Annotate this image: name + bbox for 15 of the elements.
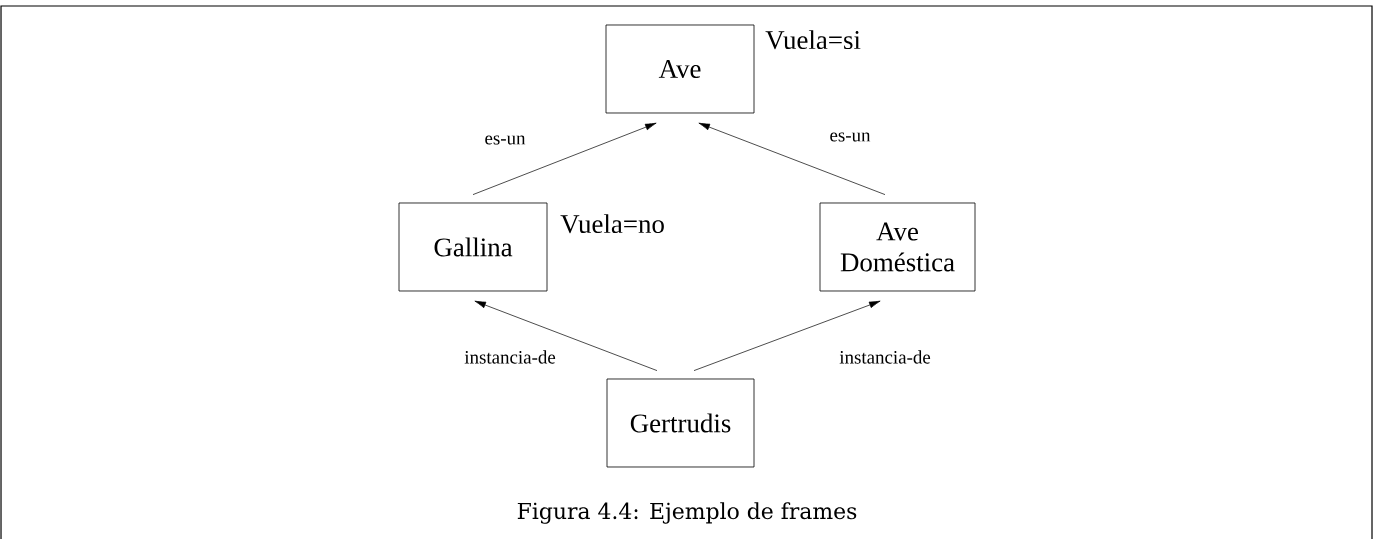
frame-box: Ave (605, 24, 755, 114)
arrow (474, 300, 658, 371)
arrow (472, 122, 657, 195)
slot-value: Vuela=si (765, 30, 861, 50)
arrow (693, 300, 881, 371)
caption: Figura 4.4: Ejemplo de frames (517, 502, 857, 524)
edge-label: instancia-de (464, 350, 556, 364)
edge-label: es-un (485, 135, 526, 145)
slot-value: Vuela=no (560, 214, 664, 234)
edge-label: es-un (830, 132, 871, 142)
arrow (698, 122, 886, 195)
frame-box: Gallina (398, 202, 548, 292)
frame-box: Ave Doméstica (819, 202, 976, 292)
edge-label: instancia-de (839, 350, 931, 364)
frame-box: Gertrudis (606, 378, 755, 468)
